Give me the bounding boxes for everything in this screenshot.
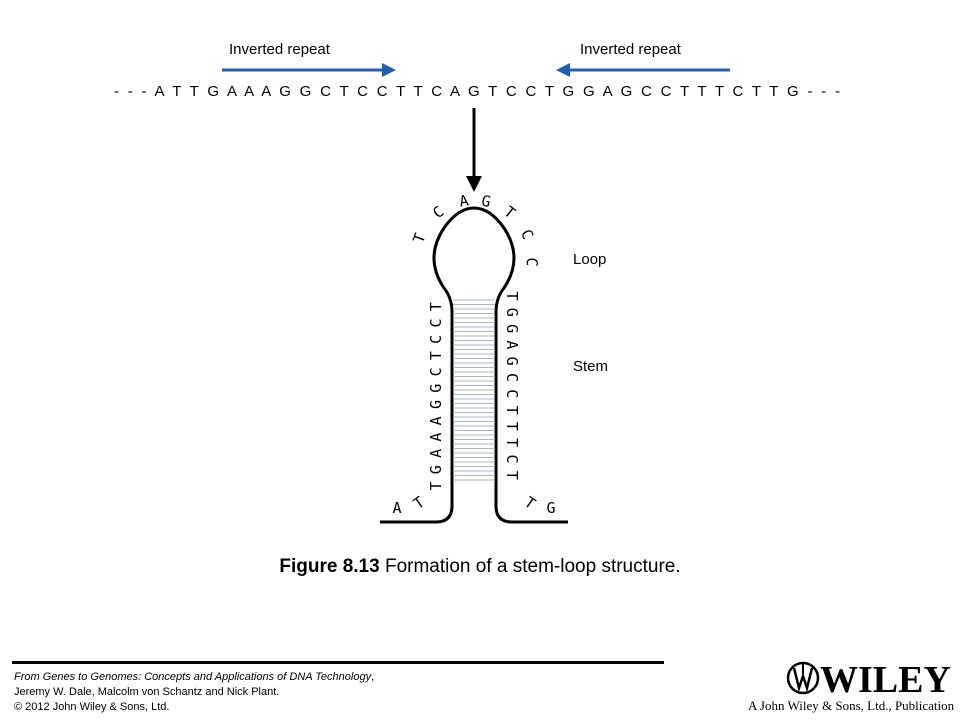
nucleotide-foot-left: T <box>410 493 428 513</box>
book-title-line: From Genes to Genomes: Concepts and Appl… <box>14 670 374 685</box>
nucleotide-stem-right: G <box>503 357 521 366</box>
footer-divider <box>12 661 664 664</box>
nucleotide-foot-left: A <box>392 499 401 517</box>
nucleotide-stem-left: G <box>427 465 445 474</box>
nucleotide-foot-right: T <box>521 493 539 513</box>
nucleotide-stem-left: C <box>427 318 445 327</box>
nucleotide-stem-right: C <box>503 389 521 398</box>
left-pointing-arrow-icon <box>556 63 730 77</box>
nucleotide-stem-right: C <box>503 454 521 463</box>
nucleotide-stem-left: T <box>427 481 445 490</box>
nucleotide-stem-right: T <box>503 422 521 431</box>
figure-caption: Figure 8.13 Formation of a stem-loop str… <box>0 556 960 578</box>
dna-sequence: - - - A T T G A A A G G C T C C T T C A … <box>114 83 840 100</box>
nucleotide-stem-right: T <box>503 406 521 415</box>
nucleotide-stem-right: T <box>503 438 521 447</box>
book-title-suffix: , <box>371 671 375 683</box>
figure-caption-text: Formation of a stem-loop structure. <box>379 556 681 577</box>
nucleotide-stem-left: T <box>427 351 445 360</box>
book-authors: Jeremy W. Dale, Malcolm von Schantz and … <box>14 686 280 698</box>
nucleotide-loop: C <box>523 257 542 267</box>
nucleotide-stem-left: G <box>427 384 445 393</box>
nucleotide-loop: T <box>409 231 429 246</box>
nucleotide-stem-left: G <box>427 400 445 409</box>
nucleotide-stem-right: A <box>503 340 521 349</box>
figure-number: Figure 8.13 <box>279 556 380 577</box>
loop-label: Loop <box>573 251 606 268</box>
wiley-logo: WILEY A John Wiley & Sons, Ltd., Publica… <box>748 656 956 718</box>
nucleotide-loop: T <box>501 202 519 222</box>
nucleotide-stem-right: G <box>503 324 521 333</box>
nucleotide-loop: A <box>458 191 470 210</box>
nucleotide-stem-right: C <box>503 373 521 382</box>
down-arrow-icon <box>466 108 482 192</box>
stem-label: Stem <box>573 358 608 375</box>
nucleotide-stem-left: A <box>427 449 445 458</box>
inverted-repeat-right-label: Inverted repeat <box>580 41 682 58</box>
nucleotide-stem-left: C <box>427 335 445 344</box>
right-pointing-arrow-icon <box>222 63 396 77</box>
nucleotide-stem-left: A <box>427 433 445 442</box>
nucleotide-stem-left: A <box>427 416 445 425</box>
inverted-repeat-left-label: Inverted repeat <box>229 41 331 58</box>
nucleotide-stem-left: C <box>427 367 445 376</box>
copyright-notice: © 2012 John Wiley & Sons, Ltd. <box>14 701 170 713</box>
book-credit: From Genes to Genomes: Concepts and Appl… <box>14 670 374 715</box>
nucleotide-stem-right: T <box>503 291 521 300</box>
wiley-emblem-icon <box>786 661 820 695</box>
nucleotide-loop: C <box>517 227 537 243</box>
book-title: From Genes to Genomes: Concepts and Appl… <box>14 671 372 683</box>
wiley-wordmark: WILEY <box>820 659 951 701</box>
publisher-tagline: A John Wiley & Sons, Ltd., Publication <box>748 698 955 713</box>
nucleotide-loop: C <box>429 202 447 222</box>
hairpin-backbone <box>380 206 568 524</box>
nucleotide-foot-right: G <box>546 499 555 517</box>
nucleotide-stem-left: T <box>427 302 445 311</box>
base-pair-lines <box>453 299 495 481</box>
nucleotide-stem-right: T <box>503 471 521 480</box>
nucleotide-stem-right: G <box>503 308 521 317</box>
nucleotide-loop: G <box>480 192 493 211</box>
